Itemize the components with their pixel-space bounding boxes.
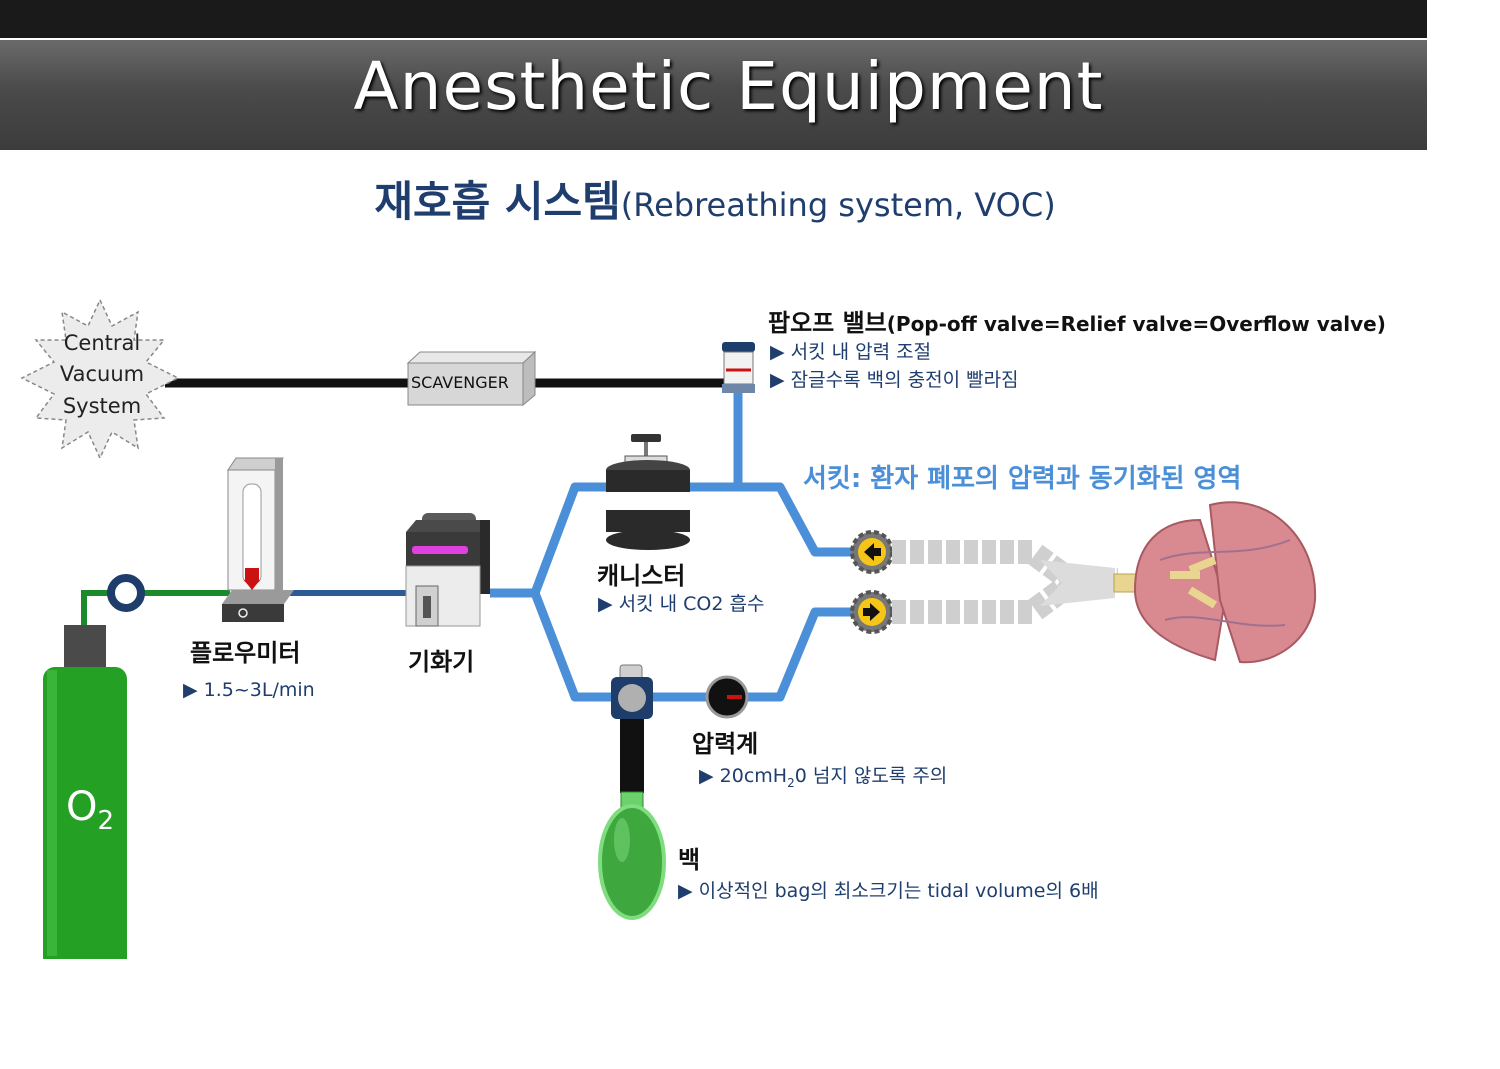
manometer-note: ▶ 20cmH20 넘지 않도록 주의 [699,761,947,790]
circuit-lower-limb [530,591,855,702]
vaporizer-icon [405,513,490,627]
expiratory-valve-gear [850,590,894,634]
bag-title: 백 [678,846,701,874]
central-vacuum-line2-wrap: Vacuum [40,362,164,386]
vaporizer-title: 기화기 [408,648,475,676]
popoff-note-1: ▶ 서킷 내 압력 조절 [770,341,932,363]
bag-assembly [598,664,666,920]
canister-note: ▶ 서킷 내 CO2 흡수 [598,593,765,615]
manometer-title: 압력계 [692,730,759,758]
popoff-title-en: (Pop-off valve=Relief valve=Overflow val… [886,312,1386,336]
central-vacuum-line2: Vacuum [59,362,145,386]
o2-label-main: O [66,784,98,830]
central-vacuum-line1: Central [63,331,141,355]
page-title: Anesthetic Equipment [353,48,1104,125]
o2-supply-line [81,590,110,640]
central-vacuum-starburst [20,298,180,460]
central-vacuum-line3-wrap: System [40,394,164,418]
scavenger-label: SCAVENGER [411,373,509,392]
subtitle-english: (Rebreathing system, VOC) [620,186,1056,224]
flowmeter-title: 플로우미터 [190,639,301,667]
lungs-illustration [1113,501,1317,664]
flowmeter-note: ▶ 1.5~3L/min [183,679,315,701]
flowmeter-icon [222,457,294,622]
o2-label-sub: 2 [97,806,115,836]
title-bar [0,40,1427,150]
o2-cylinder-icon [43,625,127,959]
popoff-note-2: ▶ 잠글수록 백의 충전이 빨라짐 [770,369,1019,391]
central-vacuum-label: Central [62,331,142,355]
o2-connector-ring [107,574,145,612]
manometer-note-post: 0 넘지 않도록 주의 [794,765,948,787]
manometer-note-sub: 2 [787,775,795,790]
subtitle-korean: 재호흡 시스템 [374,177,621,226]
central-vacuum-line3: System [62,394,142,418]
popoff-title: 팝오프 밸브(Pop-off valve=Relief valve=Overfl… [768,303,1386,338]
manometer-icon [705,675,749,719]
o2-cylinder-label: O2 [66,784,114,836]
inspiratory-valve-gear [850,530,894,574]
popoff-title-ko: 팝오프 밸브 [768,309,887,337]
circuit-region-label: 서킷: 환자 폐포의 압력과 동기화된 영역 [803,464,1242,494]
canister-icon [606,434,690,550]
subtitle: 재호흡 시스템(Rebreathing system, VOC) [0,168,1430,229]
canister-title: 캐니스터 [597,562,686,590]
bag-note: ▶ 이상적인 bag의 최소크기는 tidal volume의 6배 [678,880,1099,902]
top-dark-bar [0,0,1427,38]
popoff-valve-icon [722,342,755,393]
manometer-note-pre: ▶ 20cmH [699,765,788,787]
scavenger-box [406,350,537,407]
y-piece-hoses [892,540,1118,624]
